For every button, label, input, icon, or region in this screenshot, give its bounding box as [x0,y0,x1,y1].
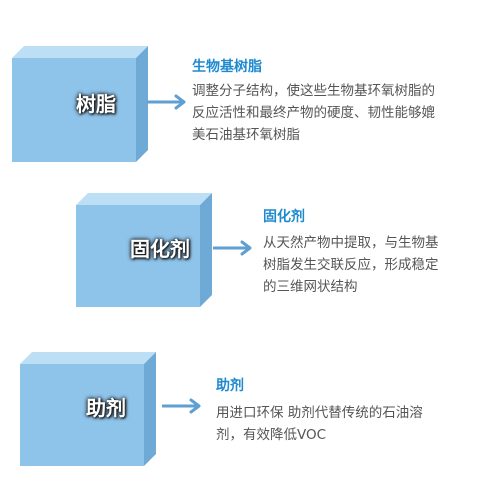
desc-line: 用进口环保 助剂代替传统的石油溶 [216,405,423,421]
cube-resin-label: 树脂 [76,92,116,116]
arrow-right-icon [161,398,202,418]
cube-curing-agent-label: 固化剂 [130,237,190,261]
item-desc-curing-agent: 从天然产物中提取，与生物基 树脂发生交联反应，形成稳定 的三维网状结构 [263,232,439,298]
item-title-resin: 生物基树脂 [192,59,262,75]
cube-curing-agent: 固化剂 [76,193,212,309]
cube-additive: 助剂 [20,352,156,468]
cube-curing-agent-shape [76,193,212,307]
cube-additive-shape [20,352,156,466]
desc-line: 从天然产物中提取，与生物基 [263,235,439,251]
item-desc-resin: 调整分子结构，使这些生物基环氧树脂的 反应活性和最终产物的硬度、韧性能够媲 美石… [192,80,435,146]
desc-line: 的三维网状结构 [263,279,358,295]
desc-line: 反应活性和最终产物的硬度、韧性能够媲 [192,105,435,121]
desc-line: 调整分子结构，使这些生物基环氧树脂的 [192,83,435,99]
cube-resin-shape [12,46,148,162]
item-title-curing-agent: 固化剂 [263,209,305,225]
cube-resin: 树脂 [12,46,148,164]
item-desc-additive: 用进口环保 助剂代替传统的石油溶 剂，有效降低VOC [216,402,423,446]
arrow-right-icon [212,240,253,260]
cube-additive-label: 助剂 [86,396,126,420]
desc-line: 剂，有效降低VOC [216,427,327,443]
item-title-additive: 助剂 [216,378,244,394]
arrow-right-icon [146,94,187,114]
desc-line: 树脂发生交联反应，形成稳定 [263,257,439,273]
desc-line: 美石油基环氧树脂 [192,127,300,143]
